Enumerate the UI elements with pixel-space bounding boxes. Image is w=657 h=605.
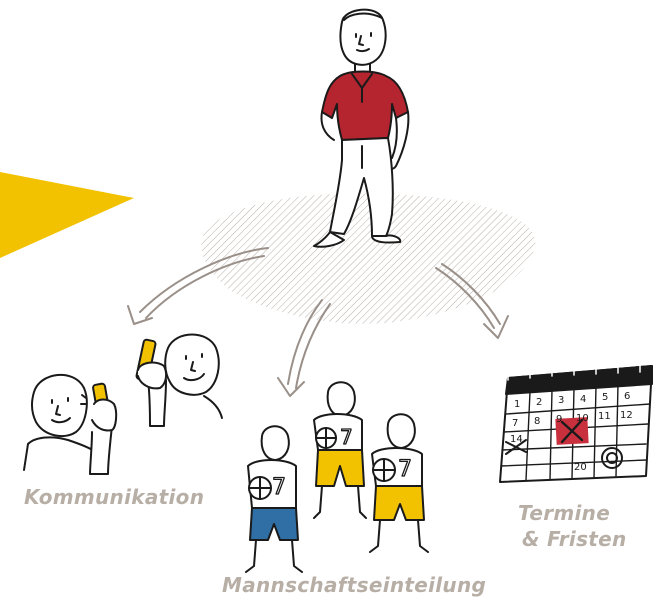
player-blue-front: 7 — [245, 425, 303, 573]
player-yellow-back: 7 — [313, 381, 367, 519]
label-communication: Kommunikation — [24, 485, 205, 509]
ground-shadow — [201, 193, 536, 324]
svg-text:10: 10 — [576, 413, 589, 424]
coach-figure — [313, 8, 410, 248]
arrows — [127, 247, 509, 397]
team-players: 7 7 7 — [245, 381, 429, 573]
arrow-to-team — [287, 299, 323, 385]
red-shirt — [321, 70, 409, 141]
svg-text:12: 12 — [620, 410, 633, 421]
svg-text:8: 8 — [534, 416, 540, 427]
calendar-numbers: 1 2 3 4 5 6 7 8 9 10 11 12 14 20 — [510, 391, 633, 473]
svg-text:2: 2 — [536, 397, 542, 408]
svg-text:11: 11 — [598, 411, 611, 422]
player-yellow-front: 7 — [369, 413, 429, 553]
arrow-to-communication — [139, 247, 269, 313]
svg-text:7: 7 — [512, 418, 518, 429]
svg-text:4: 4 — [580, 394, 586, 405]
label-deadlines-line1: Termine — [518, 501, 611, 525]
svg-text:7: 7 — [398, 457, 412, 482]
yellow-shorts — [315, 449, 365, 487]
svg-text:3: 3 — [558, 395, 564, 406]
blue-shorts — [249, 507, 299, 541]
yellow-shorts — [373, 485, 425, 521]
svg-text:5: 5 — [602, 392, 608, 403]
yellow-wedge-shape — [0, 172, 134, 258]
svg-text:20: 20 — [574, 462, 587, 473]
arrow-to-deadlines — [435, 267, 495, 329]
label-deadlines: Termine & Fristen — [518, 500, 627, 552]
svg-text:6: 6 — [624, 391, 630, 402]
calendar-icon: 1 2 3 4 5 6 7 8 9 10 11 12 14 20 — [499, 363, 653, 483]
svg-text:14: 14 — [510, 434, 523, 445]
svg-text:1: 1 — [514, 399, 520, 410]
label-team-division: Mannschaftseinteilung — [222, 573, 487, 597]
svg-text:9: 9 — [556, 414, 562, 425]
svg-text:7: 7 — [272, 475, 286, 500]
label-deadlines-line2: & Fristen — [522, 527, 627, 551]
communication-people — [23, 333, 223, 475]
svg-text:7: 7 — [340, 425, 353, 449]
trousers — [329, 137, 394, 237]
